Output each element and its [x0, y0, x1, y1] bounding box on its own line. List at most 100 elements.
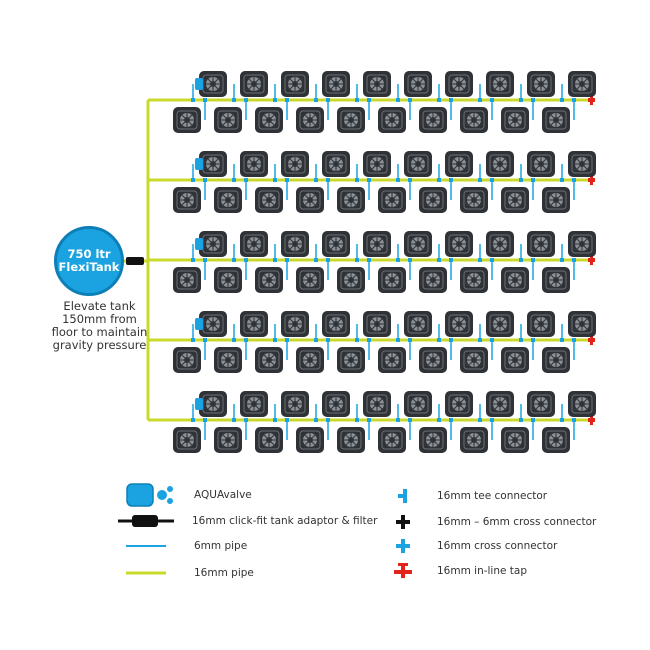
- cross-connector: [449, 338, 453, 342]
- cross-connector-16-icon: [395, 538, 411, 554]
- cross-connector: [396, 178, 400, 182]
- flexitank: 750 ltr FlexiTank: [54, 226, 124, 296]
- pot: [363, 71, 391, 97]
- pot: [281, 151, 309, 177]
- pot: [486, 71, 514, 97]
- pot: [542, 427, 570, 453]
- cross-connector: [519, 338, 523, 342]
- pot: [199, 311, 227, 337]
- cross-connector: [478, 258, 482, 262]
- cross-connector: [244, 98, 248, 102]
- cross-connector: [560, 258, 564, 262]
- pot: [296, 347, 324, 373]
- pot: [501, 347, 529, 373]
- cross-connector: [191, 418, 195, 422]
- pot: [378, 187, 406, 213]
- legend-item-cross-16-6: 16mm – 6mm cross connector: [395, 514, 596, 530]
- pot: [240, 231, 268, 257]
- cross-connector: [490, 338, 494, 342]
- pot: [404, 231, 432, 257]
- cross-connector: [326, 178, 330, 182]
- cross-connector: [232, 178, 236, 182]
- tank-note: Elevate tank 150mm from floor to maintai…: [42, 300, 157, 352]
- pot: [486, 311, 514, 337]
- cross-connector: [437, 98, 441, 102]
- pot: [214, 347, 242, 373]
- pot: [199, 151, 227, 177]
- cross-connector: [355, 258, 359, 262]
- pot: [322, 311, 350, 337]
- pot: [378, 267, 406, 293]
- pot: [404, 151, 432, 177]
- inline-tap: [590, 255, 593, 265]
- pot: [214, 267, 242, 293]
- tank-capacity-label: 750 ltr: [67, 247, 111, 261]
- cross-connector: [408, 258, 412, 262]
- pot: [404, 391, 432, 417]
- cross-connector: [519, 258, 523, 262]
- cross-connector: [572, 338, 576, 342]
- cross-connector: [560, 98, 564, 102]
- cross-connector: [519, 98, 523, 102]
- aquavalve: [195, 318, 203, 330]
- cross-connector: [408, 338, 412, 342]
- pot: [240, 71, 268, 97]
- pot: [542, 267, 570, 293]
- cross-connector: [396, 258, 400, 262]
- cross-connector: [449, 178, 453, 182]
- pot: [419, 107, 447, 133]
- pot: [255, 267, 283, 293]
- cross-connector: [531, 98, 535, 102]
- cross-connector: [203, 178, 207, 182]
- pot: [568, 151, 596, 177]
- pot: [173, 107, 201, 133]
- pot: [214, 107, 242, 133]
- pipe-6mm-icon: [126, 541, 166, 551]
- pot: [501, 107, 529, 133]
- pot: [419, 427, 447, 453]
- pot: [460, 267, 488, 293]
- legend-item-tank-adaptor: 16mm click-fit tank adaptor & filter: [118, 514, 377, 528]
- pot: [568, 311, 596, 337]
- pot: [568, 71, 596, 97]
- cross-connector: [490, 98, 494, 102]
- cross-connector: [490, 258, 494, 262]
- cross-connector: [519, 418, 523, 422]
- pot: [363, 311, 391, 337]
- legend-item-cross-16: 16mm cross connector: [395, 538, 557, 554]
- legend-label: 6mm pipe: [194, 540, 248, 552]
- pot: [527, 391, 555, 417]
- cross-connector: [314, 178, 318, 182]
- cross-connector: [490, 418, 494, 422]
- pot: [445, 311, 473, 337]
- cross-connector: [203, 98, 207, 102]
- cross-connector: [326, 338, 330, 342]
- cross-connector: [572, 258, 576, 262]
- legend-item-6mm-pipe: 6mm pipe: [126, 540, 247, 552]
- pot: [255, 107, 283, 133]
- pot: [296, 427, 324, 453]
- pot: [322, 71, 350, 97]
- pot: [527, 231, 555, 257]
- pot: [445, 231, 473, 257]
- cross-connector: [367, 258, 371, 262]
- legend-label: 16mm click-fit tank adaptor & filter: [192, 515, 378, 527]
- tank-note-line: gravity pressure: [52, 338, 147, 352]
- pot: [337, 427, 365, 453]
- cross-connector: [232, 418, 236, 422]
- cross-connector: [355, 338, 359, 342]
- inline-tap-icon: [393, 562, 413, 580]
- cross-connector: [449, 98, 453, 102]
- pot: [486, 391, 514, 417]
- cross-connector: [314, 258, 318, 262]
- cross-connector: [314, 338, 318, 342]
- cross-connector: [478, 418, 482, 422]
- tank-adaptor-filter: [126, 257, 144, 265]
- cross-connector: [273, 338, 277, 342]
- pot: [527, 71, 555, 97]
- pot: [378, 427, 406, 453]
- cross-connector: [396, 98, 400, 102]
- legend-label: 16mm – 6mm cross connector: [437, 516, 597, 528]
- pot: [240, 391, 268, 417]
- cross-connector: [244, 418, 248, 422]
